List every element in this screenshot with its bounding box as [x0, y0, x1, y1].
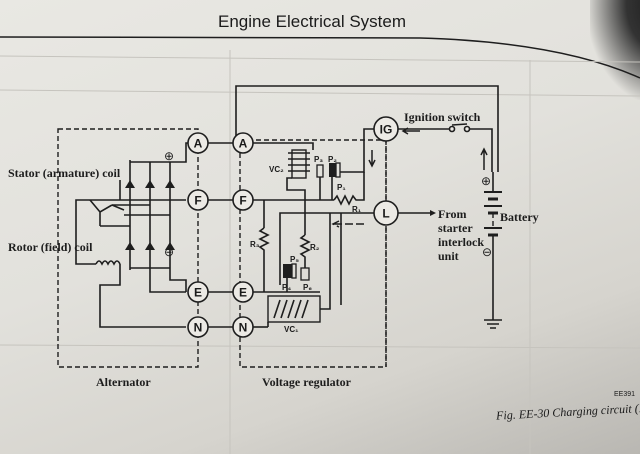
- r3-label: R₃: [250, 240, 260, 249]
- figure-code: EE391: [614, 391, 635, 398]
- regulator-terminal-l: L: [373, 200, 399, 226]
- alternator-regulator-wires: [208, 142, 233, 328]
- regulator-terminal-n: N: [232, 316, 254, 338]
- vc1-label: VC₁: [284, 325, 299, 334]
- svg-text:N: N: [194, 321, 203, 335]
- alternator-plus-sign: ⊕: [164, 149, 174, 163]
- rectifier-diodes: [100, 160, 175, 270]
- rotor-coil-label: Rotor (field) coil: [8, 240, 93, 254]
- p1-label: P₁: [337, 183, 346, 192]
- alternator-minus-sign: ⊖: [164, 245, 174, 259]
- svg-text:N: N: [239, 321, 248, 335]
- ignition-switch-label: Ignition switch: [404, 110, 481, 124]
- current-arrow-icon: [331, 220, 364, 228]
- from-starter-line-2: starter: [438, 221, 473, 235]
- contact-p5: [283, 264, 292, 278]
- alternator-terminal-e: E: [187, 281, 209, 303]
- current-arrow-icon: [480, 147, 488, 170]
- regulator-terminal-e: E: [232, 281, 254, 303]
- switch-contact: [448, 125, 456, 133]
- bleed-through-table: [0, 50, 640, 454]
- svg-text:IG: IG: [380, 123, 393, 137]
- external-wiring: ⊕ ⊖ Battery Ignition switch From starter…: [235, 85, 539, 329]
- stator-coil-label: Stator (armature) coil: [8, 166, 121, 180]
- r2-label: R₂: [310, 243, 320, 252]
- contact-p2: [329, 163, 336, 177]
- svg-text:F: F: [239, 194, 246, 208]
- current-arrow-icon: [368, 150, 376, 168]
- vc2-coil: [291, 149, 307, 179]
- svg-text:E: E: [194, 286, 202, 300]
- figure-caption: Fig. EE-30 Charging circuit (I): [495, 401, 640, 423]
- battery-minus-sign: ⊖: [482, 245, 492, 259]
- from-starter-line-4: unit: [438, 249, 459, 263]
- rotor-coil-symbol: [95, 260, 121, 266]
- svg-text:A: A: [239, 137, 248, 151]
- alternator-terminal-f: F: [187, 189, 209, 211]
- header-rule: [0, 36, 640, 79]
- battery-label: Battery: [500, 210, 539, 224]
- alternator-label: Alternator: [96, 375, 151, 389]
- regulator-terminal-a: A: [232, 132, 254, 154]
- voltage-regulator: Voltage regulator VC₂ P₃ P₂ P₁ R₁ R₂ P₆ …: [239, 128, 387, 389]
- r1-label: R₁: [352, 205, 362, 214]
- contact-p6: [300, 267, 310, 281]
- contact-p3: [316, 164, 324, 178]
- arrow-icon: [430, 210, 436, 216]
- stator-coil-symbol: [89, 199, 125, 226]
- regulator-terminal-f: F: [232, 189, 254, 211]
- from-starter-line-1: From: [438, 207, 466, 221]
- regulator-terminal-ig: IG: [373, 116, 399, 142]
- svg-text:A: A: [194, 137, 203, 151]
- from-starter-line-3: interlock: [438, 235, 484, 249]
- vc2-label: VC₂: [269, 165, 284, 174]
- ignition-switch-blade: [451, 123, 468, 126]
- p5-label: P₅: [290, 255, 299, 264]
- current-arrow-icon: [401, 127, 420, 135]
- alternator: Alternator Stator (armature) coil Rotor …: [8, 128, 199, 389]
- alternator-terminal-n: N: [187, 316, 209, 338]
- svg-text:F: F: [194, 194, 201, 208]
- p3-label: P₃: [314, 155, 323, 164]
- battery-plus-sign: ⊕: [481, 174, 491, 188]
- voltage-regulator-label: Voltage regulator: [262, 375, 352, 389]
- svg-text:E: E: [239, 286, 247, 300]
- svg-text:L: L: [382, 207, 389, 221]
- p2-label: P₂: [328, 155, 337, 164]
- vc1-coil: [267, 295, 321, 323]
- battery-symbol: [484, 172, 502, 329]
- page-title: Engine Electrical System: [218, 12, 406, 31]
- p6-label: P₆: [303, 283, 312, 292]
- page-edge-shadow: [590, 0, 640, 100]
- alternator-terminal-a: A: [187, 132, 209, 154]
